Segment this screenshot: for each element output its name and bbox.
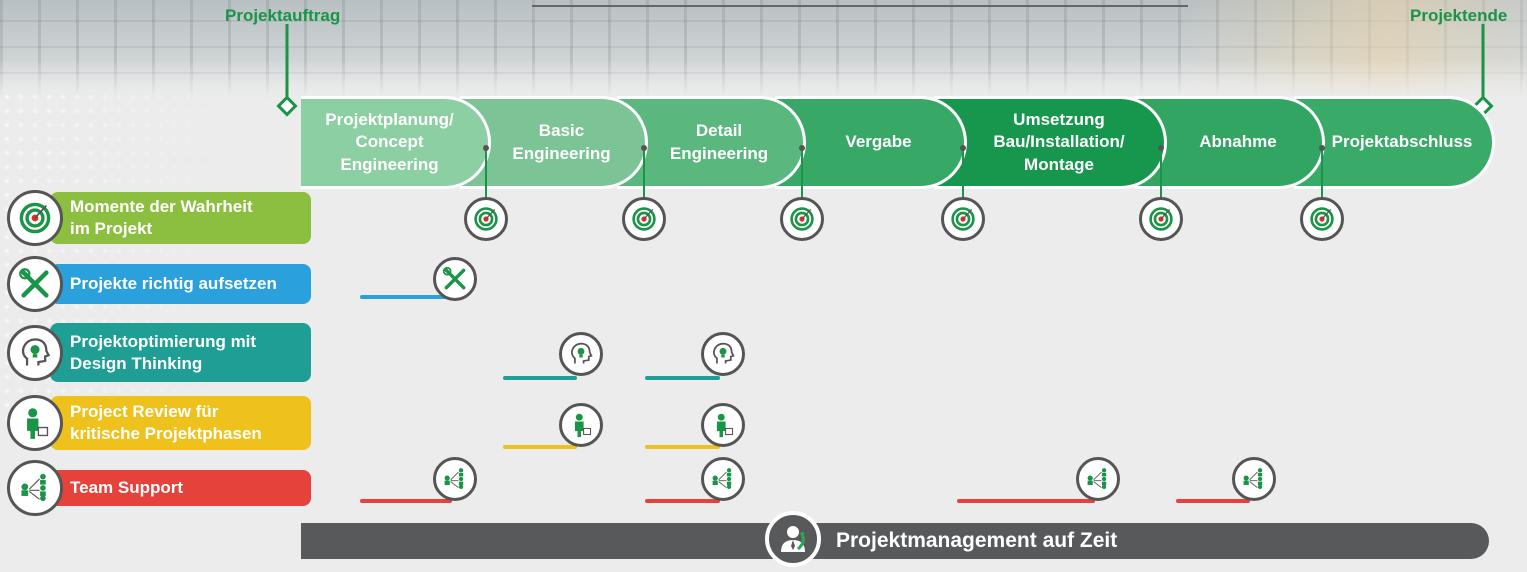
phase-label-6: Projektabschluss	[1331, 132, 1473, 152]
idea-head-icon	[701, 332, 745, 376]
phase-shape-5	[1134, 99, 1322, 186]
category-label-2: Projektoptimierung mit Design Thinking	[70, 331, 257, 373]
target-icon	[7, 190, 63, 246]
category-bar-1	[50, 264, 311, 304]
pm-bar	[301, 523, 1489, 559]
team-icon	[1076, 457, 1120, 501]
phase-label-3: Vergabe	[845, 132, 912, 152]
activity-underline	[645, 376, 720, 380]
milestone-end-label: Projektende	[1410, 6, 1508, 25]
target-icon	[941, 197, 985, 241]
activity-underline	[360, 499, 452, 503]
phase-label-0: Projektplanung/ Concept Engineering	[325, 110, 454, 174]
phase-connector-dot	[960, 145, 966, 151]
manager-icon	[765, 511, 821, 567]
category-label-0: Momente der Wahrheit im Projekt	[70, 197, 253, 238]
phase-label-4: Umsetzung Bau/Installation/ Montage	[993, 110, 1125, 174]
team-icon	[1232, 457, 1276, 501]
tools-icon	[7, 256, 63, 312]
milestone-start-diamond	[276, 95, 298, 117]
target-icon	[1300, 197, 1344, 241]
activity-underline	[957, 499, 1095, 503]
activity-underline	[503, 376, 577, 380]
category-bar-3	[50, 396, 311, 450]
category-label-3: Project Review für kritische Projektphas…	[70, 402, 262, 443]
category-label-1: Projekte richtig aufsetzen	[70, 274, 277, 293]
activity-underline	[360, 295, 452, 299]
activity-underline	[645, 445, 720, 449]
header-divider	[532, 5, 1188, 7]
tools-icon	[433, 257, 477, 301]
team-icon	[7, 460, 63, 516]
category-bar-2	[50, 323, 311, 382]
phase-connector-dot	[799, 145, 805, 151]
phase-shape-1	[460, 99, 645, 186]
target-icon	[464, 197, 508, 241]
target-icon	[780, 197, 824, 241]
phase-label-5: Abnahme	[1199, 132, 1277, 152]
phase-label-2: Detail Engineering	[669, 121, 769, 163]
phase-label-1: Basic Engineering	[512, 121, 611, 163]
phase-shape-0	[301, 99, 488, 186]
reviewer-icon	[701, 403, 745, 447]
activity-underline	[503, 445, 577, 449]
phase-shape-3	[775, 99, 964, 186]
target-icon	[622, 197, 666, 241]
idea-head-icon	[559, 332, 603, 376]
phase-shape-6	[1294, 99, 1492, 186]
phase-shape-4	[934, 99, 1164, 186]
phase-connector-dot	[1158, 145, 1164, 151]
reviewer-icon	[559, 403, 603, 447]
category-bar-0	[50, 192, 311, 244]
phase-connector-dot	[483, 145, 489, 151]
phase-connector-dot	[641, 145, 647, 151]
phase-shape-2	[617, 99, 803, 186]
construction-site-banner	[0, 0, 1527, 100]
target-icon	[1139, 197, 1183, 241]
milestone-start-label: Projektauftrag	[225, 6, 341, 25]
pm-label: Projektmanagement auf Zeit	[836, 529, 1118, 552]
activity-underline	[1176, 499, 1250, 503]
category-bar-4	[50, 470, 311, 506]
category-label-4: Team Support	[70, 478, 184, 497]
reviewer-icon	[7, 395, 63, 451]
idea-head-icon	[7, 324, 63, 381]
activity-underline	[645, 499, 720, 503]
team-icon	[701, 457, 745, 501]
phase-connector-dot	[1319, 145, 1325, 151]
team-icon	[433, 457, 477, 501]
